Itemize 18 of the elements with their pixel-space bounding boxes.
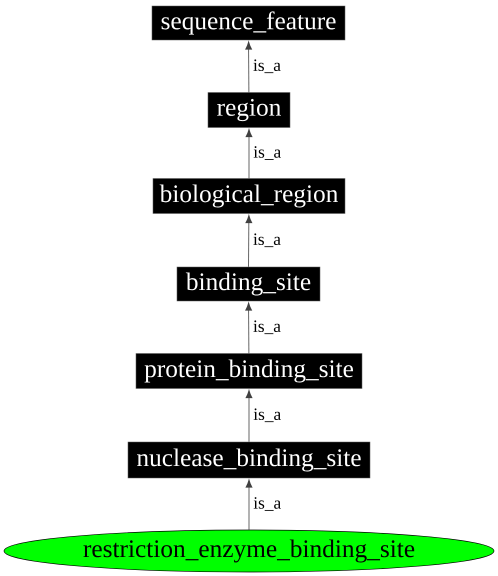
term-box: biological_region (152, 178, 346, 214)
term-box: region (208, 92, 290, 128)
term-box: protein_binding_site (136, 353, 362, 389)
term-box: nuclease_binding_site (128, 442, 370, 478)
arrow (245, 41, 252, 93)
arrow (246, 214, 252, 268)
edge-label: is_a (252, 232, 282, 248)
term-box: sequence_feature (152, 6, 346, 40)
arrow (246, 479, 252, 530)
arrow (246, 390, 252, 442)
term-box: binding_site (176, 266, 320, 302)
edge-label: is_a (252, 319, 282, 336)
edge-label: is_a (252, 144, 283, 162)
edge-label: is_a (252, 58, 282, 74)
edge-label: is_a (252, 496, 283, 512)
arrow (246, 128, 252, 179)
arrow (245, 302, 252, 354)
edge-label: is_a (252, 407, 283, 424)
